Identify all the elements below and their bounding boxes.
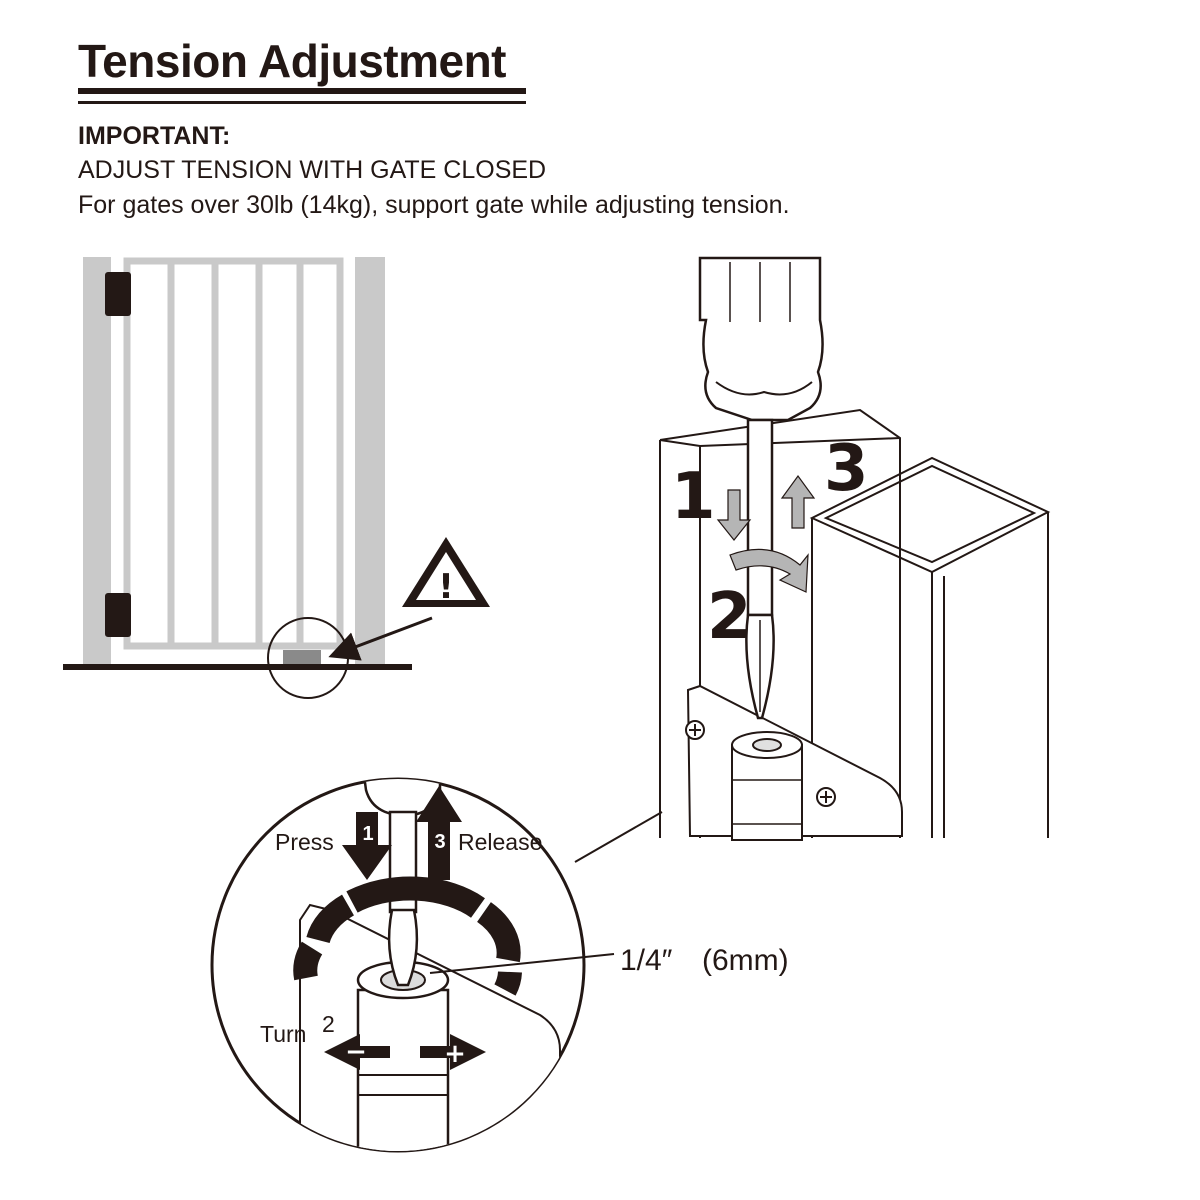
plate-screw-slots <box>689 724 832 803</box>
minus-turn-arrow <box>324 1034 390 1070</box>
press-arrow <box>716 489 752 541</box>
hinge-barrel <box>731 731 803 841</box>
size-fraction: 1/4″ <box>620 944 673 977</box>
press-badge <box>360 818 376 846</box>
motion-arrows <box>716 474 816 593</box>
size-leader <box>429 953 615 974</box>
minus-sign: − <box>345 1037 367 1067</box>
step-2-number: 2 <box>707 580 752 654</box>
upper-hinge <box>105 272 131 316</box>
plus-sign: + <box>444 1039 466 1069</box>
warning-icon: ! <box>402 537 490 607</box>
warning-symbol: ! <box>438 567 454 607</box>
detail-connector <box>574 811 663 863</box>
page-title: Tension Adjustment <box>78 35 507 87</box>
plus-turn-arrow <box>420 1034 486 1070</box>
gate-overview <box>63 257 433 699</box>
release-label: Release <box>458 829 542 855</box>
press-label: Press <box>275 829 334 855</box>
gate-right-post <box>355 257 385 665</box>
focus-arrow <box>328 616 433 661</box>
lower-hinge <box>105 593 131 637</box>
step-1-number: 1 <box>671 460 716 534</box>
instruction-note: For gates over 30lb (14kg), support gate… <box>78 191 790 219</box>
gate-panel <box>123 257 344 650</box>
tension-hinge-highlight <box>283 650 321 666</box>
screwdriver <box>698 256 824 720</box>
release-number: 3 <box>434 831 445 853</box>
release-badge <box>431 826 449 854</box>
post-assembly: 1 2 3 <box>659 256 1051 841</box>
turn-label: Turn <box>260 1021 306 1047</box>
turn-number: 2 <box>322 1011 335 1037</box>
title-underline-thick <box>78 88 526 94</box>
size-metric: (6mm) <box>702 944 789 977</box>
step-3-number: 3 <box>824 432 869 506</box>
turn-arrow <box>729 548 809 593</box>
detail-magnifier: − + 1 3 Press Release Turn 2 <box>210 777 586 1153</box>
release-arrow <box>780 474 816 529</box>
important-label: IMPORTANT: <box>78 122 231 150</box>
floor-line <box>63 664 412 670</box>
detail-contents: − + <box>293 779 561 1151</box>
press-number: 1 <box>362 823 373 845</box>
title-underline-thin <box>78 101 526 104</box>
instruction-caps: ADJUST TENSION WITH GATE CLOSED <box>78 156 547 184</box>
